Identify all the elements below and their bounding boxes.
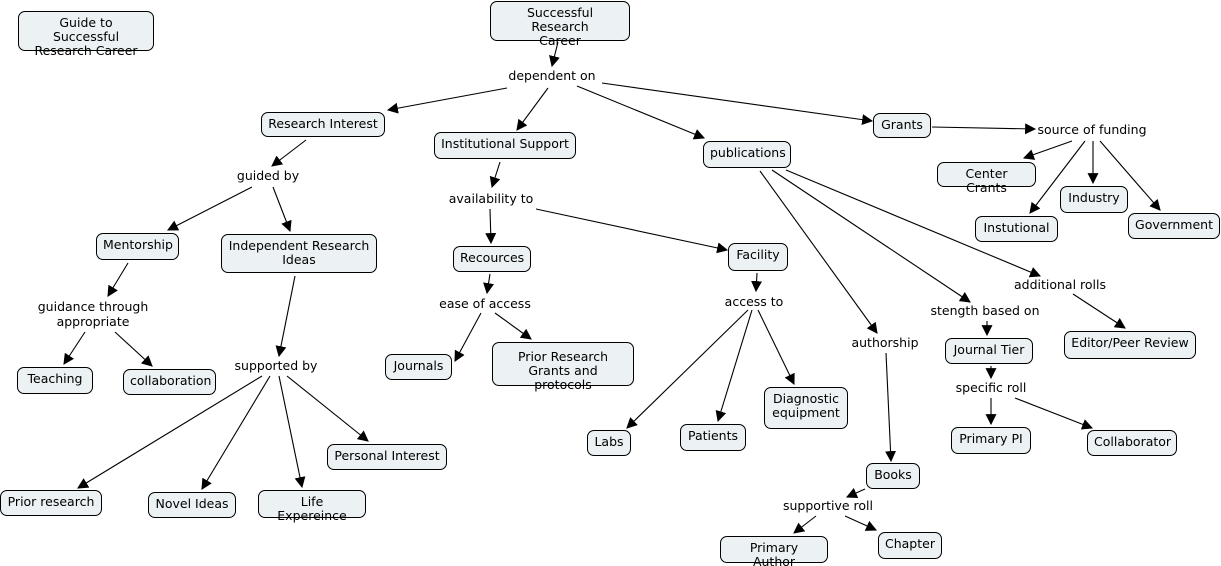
edge-supported-life: [278, 375, 306, 489]
edge-access-diagnostic: [757, 309, 795, 385]
concept-grants[interactable]: Grants: [873, 113, 931, 138]
concept-collaborator[interactable]: Collaborator: [1087, 430, 1177, 456]
concept-personal-interest[interactable]: Personal Interest: [327, 444, 447, 470]
edge-source-government: [1099, 140, 1161, 211]
concept-government[interactable]: Government: [1128, 213, 1220, 239]
edge-availability-facility: [535, 208, 729, 254]
concept-recources[interactable]: Recources: [453, 246, 531, 272]
edge-authorship-books: [885, 352, 897, 463]
link-strength-based-on[interactable]: stength based on: [930, 303, 1040, 318]
concept-independent-research-ideas[interactable]: Independent Research Ideas: [221, 234, 377, 273]
edge-supported-personal: [286, 375, 369, 442]
link-additional-rolls[interactable]: additional rolls: [1013, 277, 1107, 292]
edge-supported-prior: [77, 375, 263, 489]
edge-specific-collaborator: [1014, 397, 1094, 430]
concept-industry[interactable]: Industry: [1060, 186, 1128, 213]
concept-collaboration[interactable]: collaboration: [123, 369, 216, 395]
edge-dependent-institutional: [516, 87, 549, 131]
edge-recources-ease: [483, 273, 494, 295]
edge-access-labs: [626, 309, 749, 429]
link-specific-roll[interactable]: specific roll: [955, 380, 1027, 395]
edge-supportive-primary-author: [793, 515, 817, 534]
edge-institutional-availability: [489, 161, 501, 189]
concept-prior-research[interactable]: Prior research: [0, 490, 102, 516]
concept-books[interactable]: Books: [866, 463, 920, 489]
link-availability-to[interactable]: availability to: [448, 191, 534, 206]
concept-diagnostic-equipment[interactable]: Diagnostic equipment: [764, 387, 848, 429]
concept-journal-tier[interactable]: Journal Tier: [945, 338, 1033, 364]
edge-mentorship-guidance: [107, 262, 129, 297]
link-supportive-roll[interactable]: supportive roll: [783, 498, 873, 513]
edge-ease-journals: [454, 312, 482, 362]
concept-journals[interactable]: Journals: [385, 354, 452, 380]
link-guidance-through-appropriate[interactable]: guidance through appropriate: [37, 299, 149, 329]
concept-publications[interactable]: publications: [703, 141, 791, 168]
concept-primary-author[interactable]: Primary Author: [720, 536, 828, 566]
link-dependent-on[interactable]: dependent on: [508, 68, 596, 83]
edge-guided-independent: [272, 186, 292, 233]
edge-root-dependent: [549, 41, 560, 68]
concept-patients[interactable]: Patients: [680, 424, 746, 451]
concept-editor-peer-review[interactable]: Editor/Peer Review: [1064, 331, 1196, 359]
concept-center-grants[interactable]: Center Crants: [937, 162, 1036, 195]
concept-novel-ideas[interactable]: Novel Ideas: [148, 492, 236, 518]
concept-labs[interactable]: Labs: [587, 430, 631, 456]
edge-ease-prior-grants: [494, 312, 532, 340]
edge-publications-strength: [771, 169, 971, 303]
edge-guidance-teaching: [63, 331, 86, 365]
edge-publications-additional: [785, 169, 1042, 278]
link-supported-by[interactable]: supported by: [234, 358, 318, 373]
edge-publications-authorship: [759, 170, 878, 334]
edge-facility-access: [751, 272, 763, 293]
edge-supported-novel: [201, 375, 271, 490]
edge-source-center: [1022, 140, 1073, 160]
concept-teaching[interactable]: Teaching: [17, 367, 93, 394]
edge-independent-supported: [275, 275, 296, 358]
link-guided-by[interactable]: guided by: [236, 168, 300, 183]
edge-guided-mentorship: [167, 186, 253, 231]
concept-primary-pi[interactable]: Primary PI: [951, 427, 1031, 454]
concept-prior-research-grants[interactable]: Prior Research Grants and protocols: [492, 342, 634, 392]
link-access-to[interactable]: access to: [724, 294, 784, 309]
edge-dependent-publications: [576, 85, 706, 140]
concept-mentorship[interactable]: Mentorship: [96, 233, 179, 260]
edge-grants-source: [931, 123, 1037, 135]
edge-ri-guided: [271, 139, 307, 167]
edge-dependent-grants: [601, 82, 874, 126]
edge-availability-recources: [485, 208, 497, 245]
concept-successful-research-career[interactable]: Successful Research Career: [490, 1, 630, 48]
edge-additional-editor: [1072, 293, 1126, 329]
edge-books-supportive: [845, 487, 866, 499]
concept-facility[interactable]: Facility: [728, 243, 788, 271]
link-authorship[interactable]: authorship: [851, 335, 919, 350]
edge-supportive-chapter: [844, 515, 878, 531]
edge-guidance-collaboration: [114, 331, 153, 367]
edge-source-instutional: [1029, 140, 1086, 214]
concept-life-experience[interactable]: Life Expereince: [258, 490, 366, 523]
concept-instutional[interactable]: Instutional: [975, 216, 1058, 242]
link-source-of-funding[interactable]: source of funding: [1037, 122, 1147, 137]
concept-guide-title[interactable]: Guide to Successful Research Career: [18, 11, 154, 58]
concept-research-interest[interactable]: Research Interest: [261, 112, 385, 137]
concept-institutional-support[interactable]: Institutional Support: [434, 132, 576, 159]
concept-chapter[interactable]: Chapter: [878, 532, 942, 559]
link-ease-of-access[interactable]: ease of access: [439, 296, 531, 311]
edge-access-patients: [715, 309, 753, 423]
edge-dependent-research-interest: [386, 87, 508, 114]
